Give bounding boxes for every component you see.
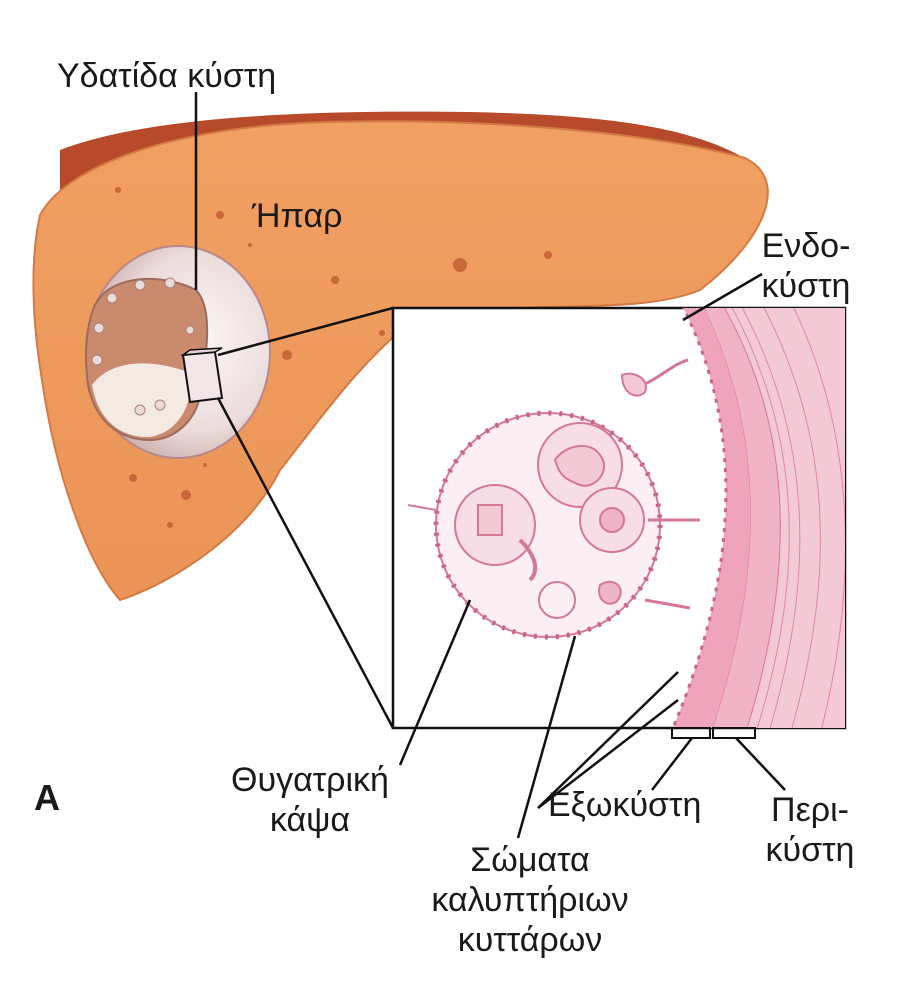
- label-liver: Ήπαρ: [252, 197, 343, 235]
- zoom-lines: [216, 306, 395, 729]
- label-daughter-capsule-line2: κάψα: [269, 801, 351, 839]
- label-endocyst: Ενδο- κύστη: [746, 226, 866, 306]
- liver-cyst: [85, 245, 271, 459]
- leader-exocyst-bracket: [651, 737, 693, 791]
- leader-endocyst: [682, 272, 763, 322]
- daughter-cyst: [407, 358, 700, 640]
- cyst-inner-fluid: [92, 363, 191, 438]
- endocyst-band: [672, 308, 751, 728]
- label-hydatid-cyst: Υδατίδα κύστη: [57, 57, 277, 95]
- leader-exocyst-b: [537, 699, 679, 809]
- panel-letter: A: [34, 777, 60, 818]
- cyst-daughter-dots: [91, 277, 195, 416]
- cyst-section-block: [181, 350, 224, 404]
- leader-pericyst-bracket: [735, 737, 786, 791]
- endocyst-membrane: [671, 308, 728, 728]
- label-pericyst-line1: Περι-: [771, 791, 849, 829]
- liver-vessel-dots: [115, 187, 552, 528]
- label-pericyst-line2: κύστη: [765, 831, 855, 869]
- label-pericyst: Περι- κύστη: [750, 790, 870, 870]
- label-calcareous-line1: Σώματα: [470, 841, 590, 879]
- label-endocyst-line1: Ενδο-: [761, 227, 851, 265]
- label-daughter-capsule-line1: Θυγατρική: [231, 761, 389, 799]
- label-calcareous-line2: καλυπτήριων: [431, 881, 629, 919]
- leader-lines: [194, 92, 786, 839]
- label-exocyst: Εξωκύστη: [548, 786, 702, 824]
- label-endocyst-line2: κύστη: [761, 267, 851, 305]
- label-calcareous-line3: κυττάρων: [457, 921, 603, 959]
- leader-exocyst-a: [537, 671, 679, 809]
- leader-daughter-capsule: [398, 599, 472, 766]
- leader-calcareous: [516, 635, 577, 839]
- label-calcareous-bodies: Σώματα καλυπτήριων κυττάρων: [410, 840, 650, 960]
- label-daughter-capsule: Θυγατρική κάψα: [210, 760, 410, 840]
- inset-panel: [391, 306, 847, 730]
- wall-brackets: [671, 727, 756, 739]
